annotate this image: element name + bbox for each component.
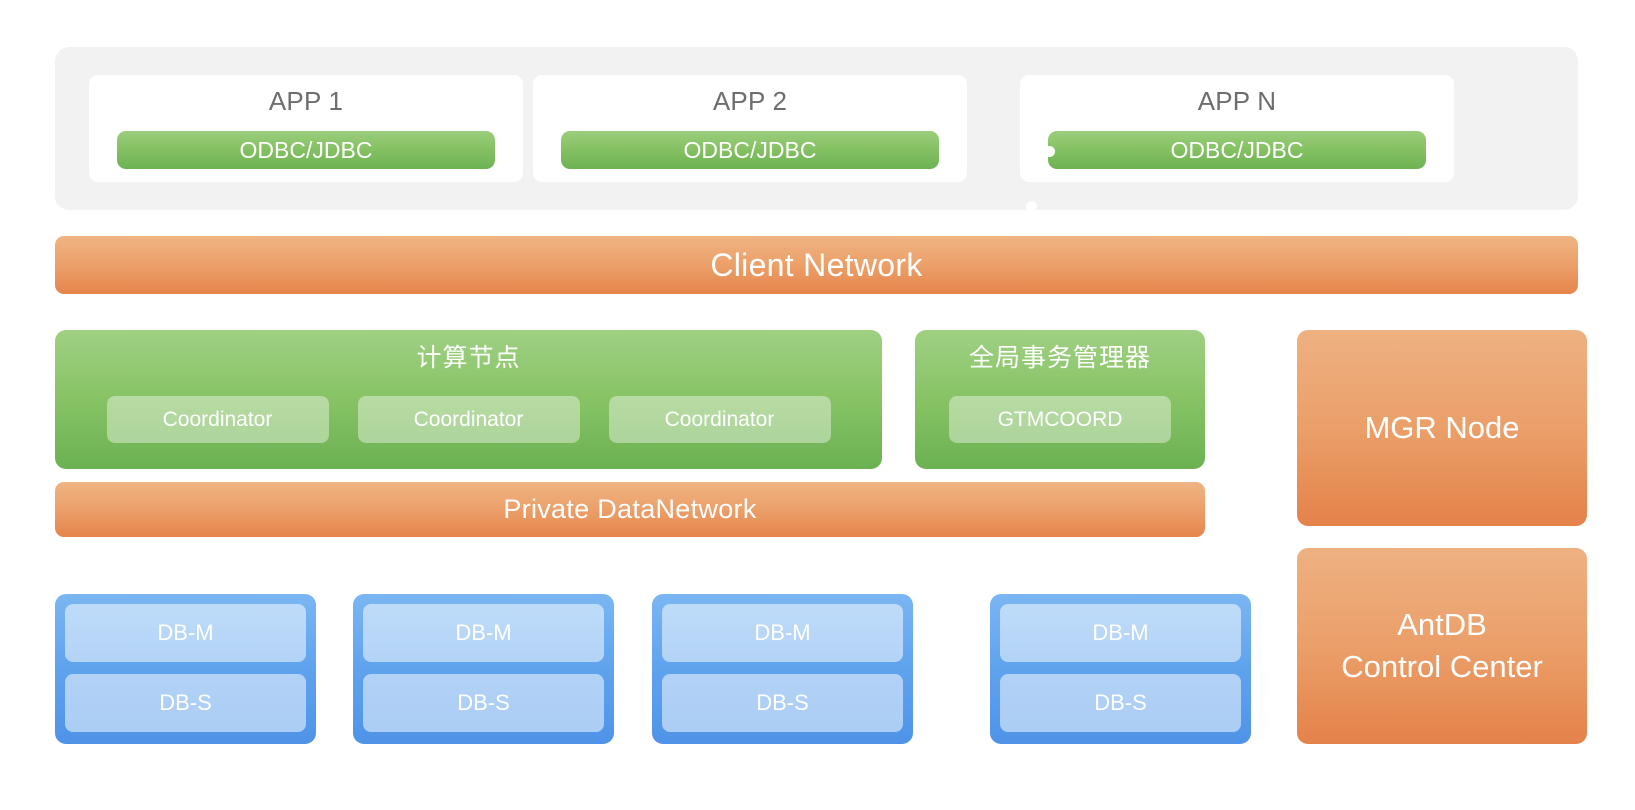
ellipsis-dot-icon [1026,146,1037,157]
coordinator-node[interactable]: Coordinator [357,396,580,443]
db-master-node[interactable]: DB-M [1000,604,1241,662]
private-data-network-bar: Private DataNetwork [55,482,1205,537]
app-card-title: APP N [1197,86,1277,116]
db-slave-node[interactable]: DB-S [363,674,604,732]
gtmcoord-row: GTMCOORD [915,396,1205,443]
db-group: DB-M DB-S [55,594,316,744]
db-master-node[interactable]: DB-M [662,604,903,662]
control-center-label: AntDB Control Center [1341,604,1543,688]
ellipsis-dot-icon [1026,201,1037,212]
db-slave-node[interactable]: DB-S [1000,674,1241,732]
odbc-jdbc-connector[interactable]: ODBC/JDBC [561,131,939,169]
coordinator-row: Coordinator Coordinator Coordinator [55,396,882,443]
odbc-jdbc-connector[interactable]: ODBC/JDBC [117,131,495,169]
control-center-line-1: AntDB [1397,607,1487,642]
app-card-n[interactable]: APP N ODBC/JDBC [1020,75,1454,182]
db-group: DB-M DB-S [990,594,1251,744]
mgr-node-panel[interactable]: MGR Node [1297,330,1587,526]
app-tier-container: APP 1 ODBC/JDBC APP 2 ODBC/JDBC APP N OD… [55,47,1578,210]
app-card-1[interactable]: APP 1 ODBC/JDBC [89,75,523,182]
client-network-bar: Client Network [55,236,1578,294]
db-master-node[interactable]: DB-M [65,604,306,662]
compute-node-panel: 计算节点 Coordinator Coordinator Coordinator [55,330,882,469]
ellipsis-dot-icon [1044,146,1055,157]
db-group: DB-M DB-S [652,594,913,744]
db-slave-node[interactable]: DB-S [65,674,306,732]
control-center-line-2: Control Center [1341,649,1543,684]
gtm-title: 全局事务管理器 [968,344,1151,372]
mgr-node-label: MGR Node [1364,410,1520,445]
coordinator-node[interactable]: Coordinator [608,396,831,443]
app-card-title: APP 2 [712,86,788,116]
db-slave-node[interactable]: DB-S [662,674,903,732]
compute-node-title: 计算节点 [416,344,521,372]
app-card-2[interactable]: APP 2 ODBC/JDBC [533,75,967,182]
app-card-title: APP 1 [268,86,344,116]
odbc-jdbc-connector[interactable]: ODBC/JDBC [1048,131,1426,169]
gtmcoord-node[interactable]: GTMCOORD [949,396,1171,443]
gtm-panel: 全局事务管理器 GTMCOORD [915,330,1205,469]
db-master-node[interactable]: DB-M [363,604,604,662]
coordinator-node[interactable]: Coordinator [106,396,329,443]
db-group: DB-M DB-S [353,594,614,744]
antdb-control-center-panel[interactable]: AntDB Control Center [1297,548,1587,744]
